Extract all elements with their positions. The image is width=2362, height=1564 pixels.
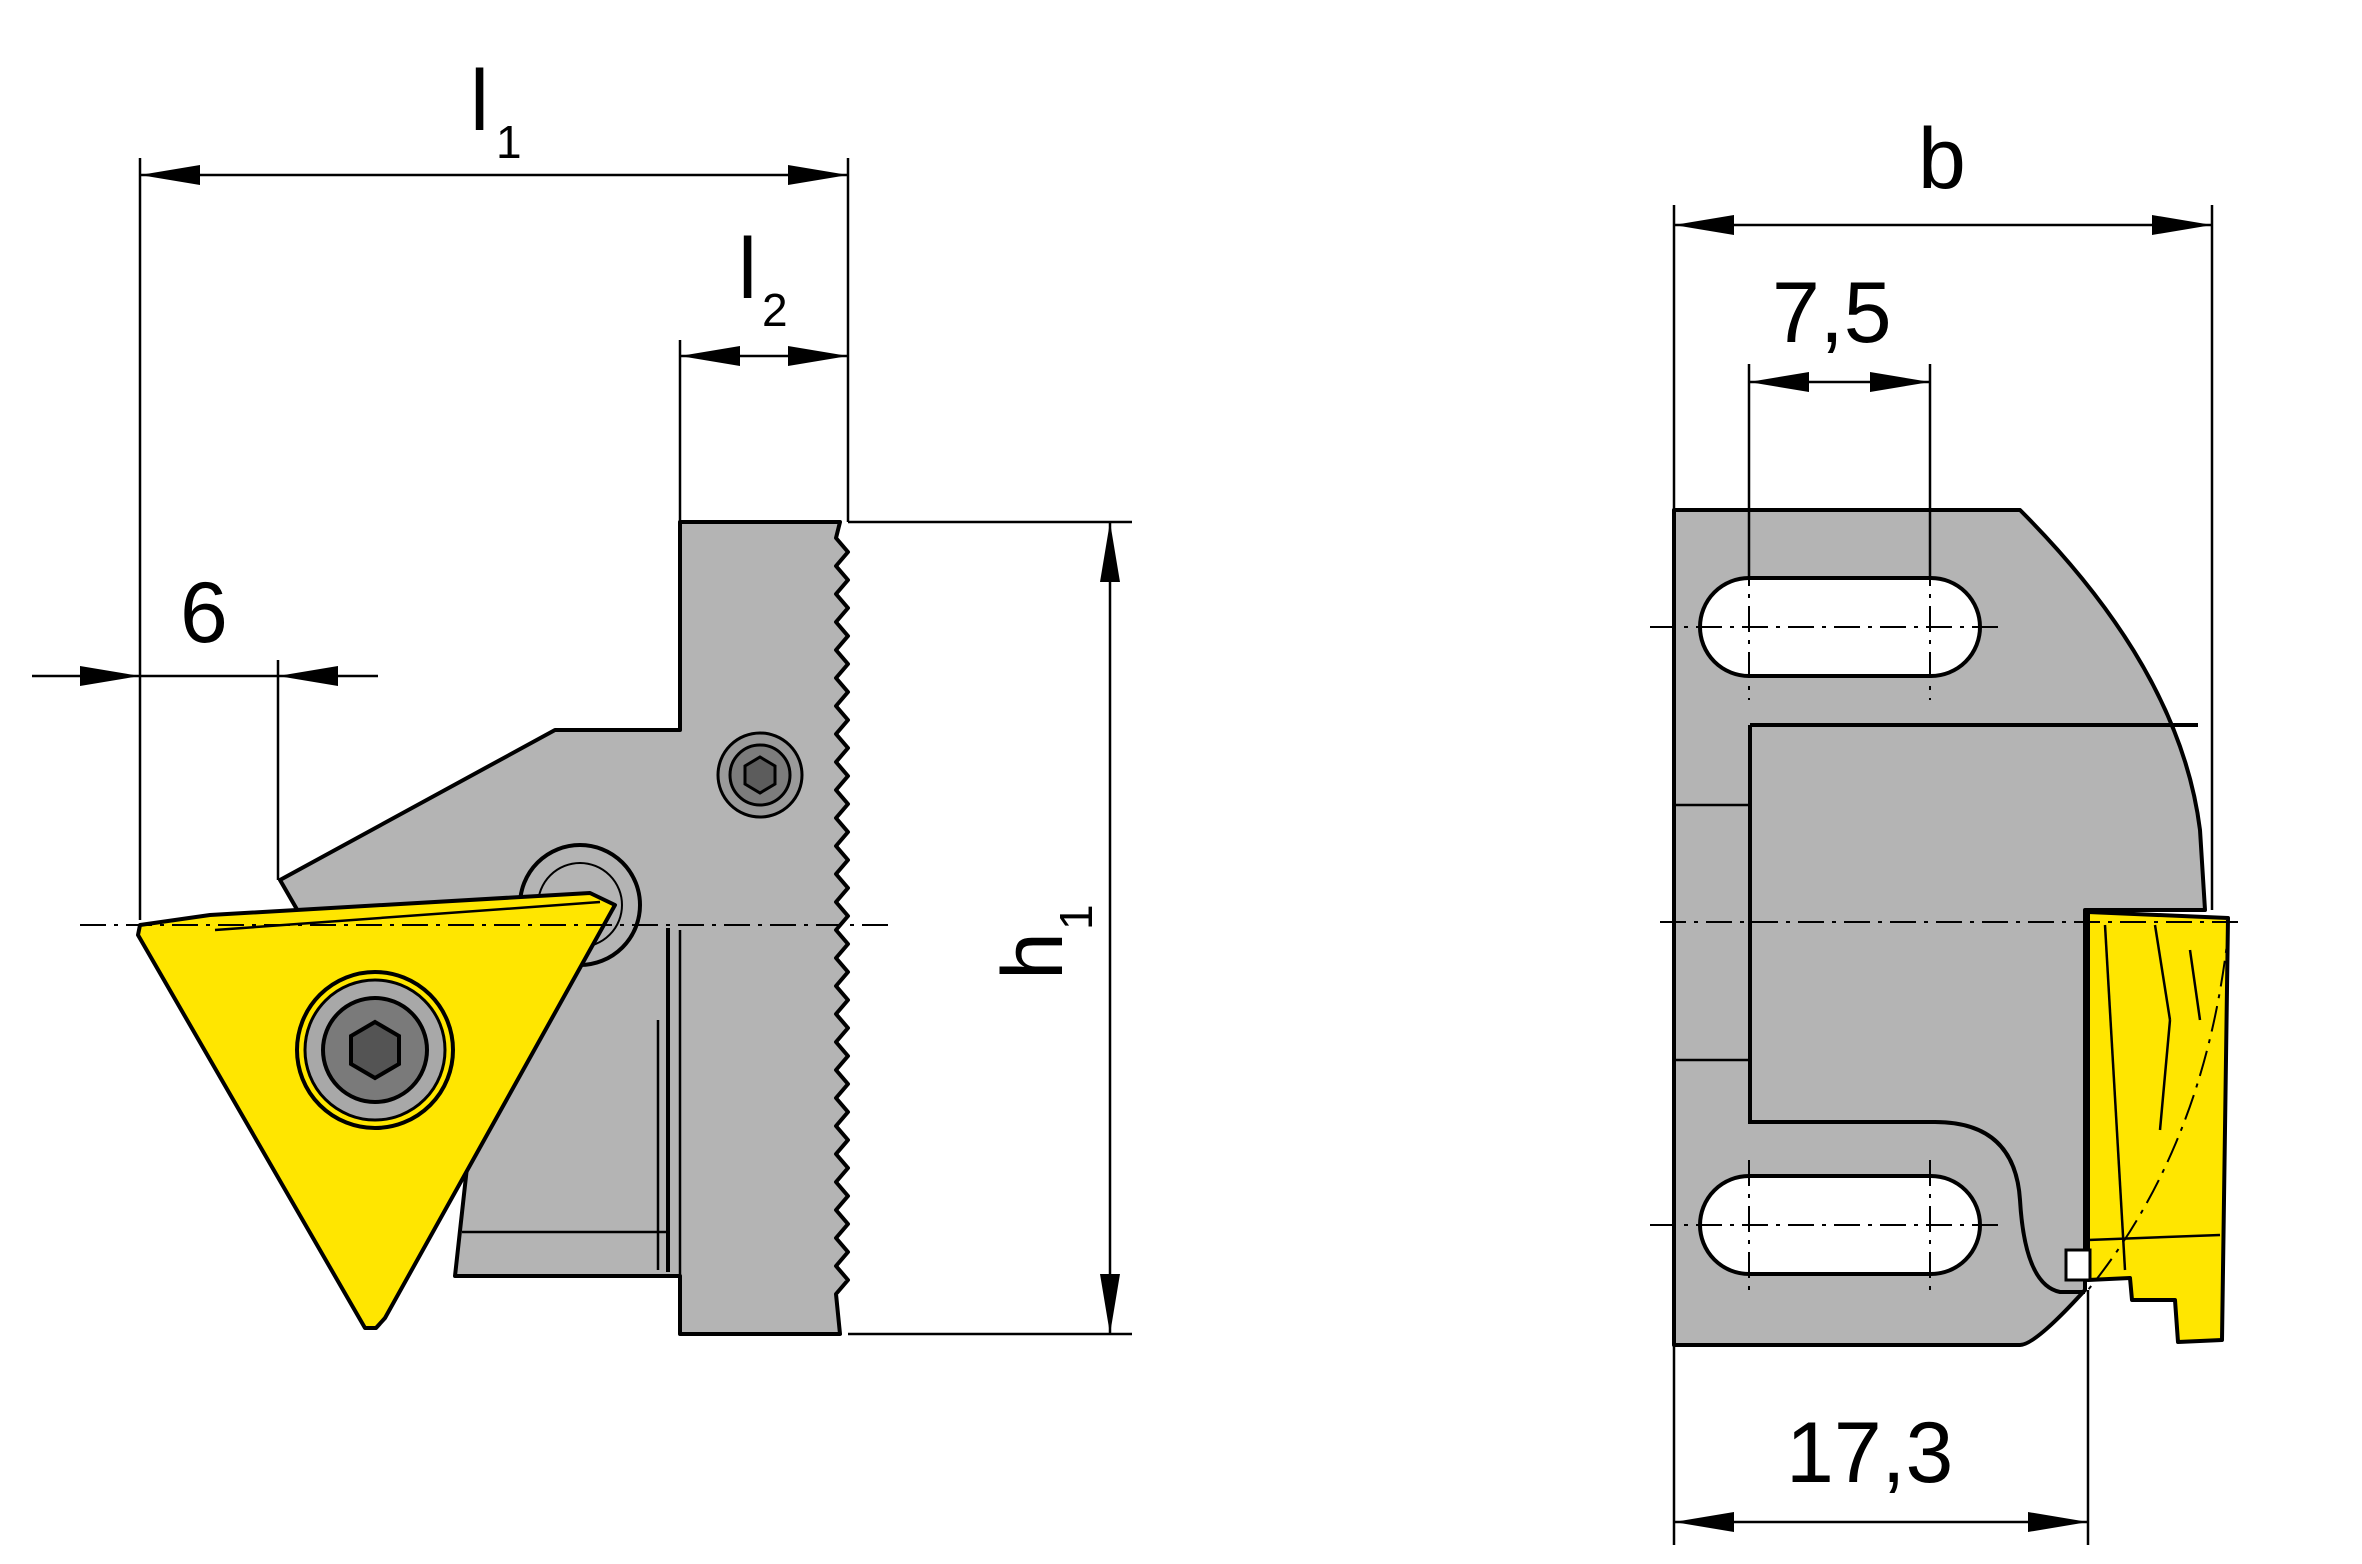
dim-label-7-5: 7,5	[1772, 265, 1892, 361]
dim-label-l1-sub: 1	[496, 116, 522, 168]
dimension-7-5: 7,5	[1749, 265, 1930, 392]
dimension-l1: l 1	[140, 53, 848, 185]
dim-label-h1-sub: 1	[1050, 904, 1102, 930]
dim-label-l1: l	[470, 53, 489, 149]
dim-label-l2: l	[738, 221, 757, 317]
dim-label-l2-sub: 2	[762, 284, 788, 336]
dim-label-b: b	[1918, 111, 1966, 207]
dim-label-h1: h	[985, 932, 1081, 980]
dimension-17-3: 17,3	[1674, 1405, 2088, 1532]
dim-label-6: 6	[180, 565, 228, 661]
side-view: l 1 l 2 6 h 1	[32, 53, 1132, 1336]
front-view-body	[1672, 508, 2207, 1347]
dim-label-17-3: 17,3	[1786, 1405, 1953, 1501]
dimension-6: 6	[32, 565, 378, 686]
front-view: b 7,5 17,3	[1650, 111, 2240, 1545]
dimension-h1: h 1	[985, 522, 1120, 1334]
insert-screw-icon	[295, 970, 455, 1130]
dimension-b: b	[1674, 111, 2212, 235]
socket-screw-icon	[716, 731, 804, 819]
dimension-l2: l 2	[680, 221, 848, 366]
